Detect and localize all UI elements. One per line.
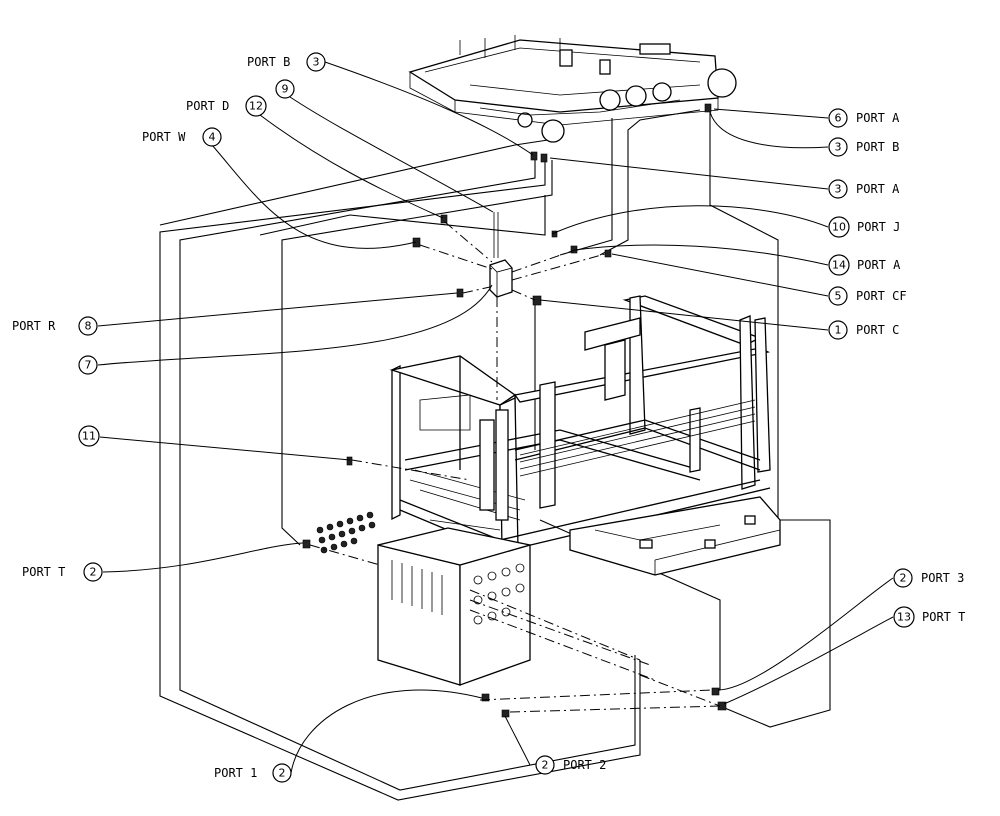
callout-bubble [828, 216, 850, 238]
callout-number: 13 [897, 611, 911, 624]
callout-number: 14 [832, 259, 846, 272]
callout-bubble [893, 568, 913, 588]
top-valve-assembly [408, 35, 737, 143]
callout-number: 7 [85, 359, 92, 372]
callout-port-d-12: PORT D 12 [186, 95, 267, 117]
callout-label: PORT D [186, 99, 229, 113]
callout-label: PORT 1 [214, 766, 257, 780]
callout-port-b-3-top: PORT B 3 [247, 52, 326, 72]
callout-bubble [245, 95, 267, 117]
callout-9: 9 [275, 79, 295, 99]
callout-port-1-2: PORT 1 2 [214, 763, 292, 783]
callout-bubble [828, 179, 848, 199]
callout-number: 3 [835, 183, 842, 196]
callout-label: PORT J [857, 220, 900, 234]
callout-number: 2 [900, 572, 907, 585]
fittings [302, 103, 727, 718]
callout-port-w-4: PORT W 4 [142, 127, 222, 147]
callout-bubble [828, 286, 848, 306]
callout-2-port-2: 2 PORT 2 [535, 755, 606, 775]
assembly-centerlines [309, 221, 721, 713]
callout-number: 3 [835, 141, 842, 154]
callout-bubble [535, 755, 555, 775]
callout-label: PORT W [142, 130, 186, 144]
callout-6-port-a: 6 PORT A [828, 108, 900, 128]
callout-label: PORT T [922, 610, 965, 624]
callout-port-r-8: PORT R 8 [12, 316, 98, 336]
callout-number: 5 [835, 290, 842, 303]
callout-bubble [78, 355, 98, 375]
callout-3-port-b: 3 PORT B [828, 137, 899, 157]
leader-lines [97, 61, 894, 774]
callout-number: 8 [85, 320, 92, 333]
callout-number: 10 [832, 221, 846, 234]
callout-2-port-3: 2 PORT 3 [893, 568, 964, 588]
callout-label: PORT T [22, 565, 65, 579]
callout-bubble [828, 137, 848, 157]
callout-bubble [893, 606, 915, 628]
callout-bubble [202, 127, 222, 147]
callout-label: PORT C [856, 323, 899, 337]
callout-label: PORT B [247, 55, 290, 69]
callout-bubble [828, 108, 848, 128]
fitting-array [316, 511, 376, 554]
callout-10-port-j: 10 PORT J [828, 216, 900, 238]
callout-number: 1 [835, 324, 842, 337]
callout-number: 11 [82, 430, 96, 443]
callout-label: PORT CF [856, 289, 907, 303]
callout-label: PORT 2 [563, 758, 606, 772]
callout-label: PORT R [12, 319, 56, 333]
callout-label: PORT A [856, 182, 900, 196]
callout-14-port-a: 14 PORT A [828, 254, 901, 276]
callout-label: PORT A [857, 258, 901, 272]
callout-number: 12 [249, 100, 263, 113]
callout-bubble [828, 320, 848, 340]
callout-bubble [306, 52, 326, 72]
callout-number: 2 [542, 759, 549, 772]
callout-port-t-2: PORT T 2 [22, 562, 103, 582]
callout-number: 2 [279, 767, 286, 780]
callout-label: PORT B [856, 140, 899, 154]
callout-bubble [78, 425, 100, 447]
callout-7: 7 [78, 355, 98, 375]
callout-3-port-a: 3 PORT A [828, 179, 900, 199]
callout-bubble [828, 254, 850, 276]
callout-13-port-t: 13 PORT T [893, 606, 965, 628]
callout-number: 4 [209, 131, 216, 144]
callout-bubble [272, 763, 292, 783]
callout-number: 3 [313, 56, 320, 69]
center-manifold-block [489, 212, 513, 298]
callout-number: 6 [835, 112, 842, 125]
callout-bubble [83, 562, 103, 582]
callout-number: 9 [282, 83, 289, 96]
callout-1-port-c: 1 PORT C [828, 320, 899, 340]
callout-label: PORT A [856, 111, 900, 125]
callout-5-port-cf: 5 PORT CF [828, 286, 907, 306]
slide-tray [569, 496, 781, 576]
callout-11: 11 [78, 425, 100, 447]
callout-number: 2 [90, 566, 97, 579]
lower-valve-box [377, 527, 531, 686]
callout-bubble [78, 316, 98, 336]
callout-label: PORT 3 [921, 571, 964, 585]
callout-bubble [275, 79, 295, 99]
